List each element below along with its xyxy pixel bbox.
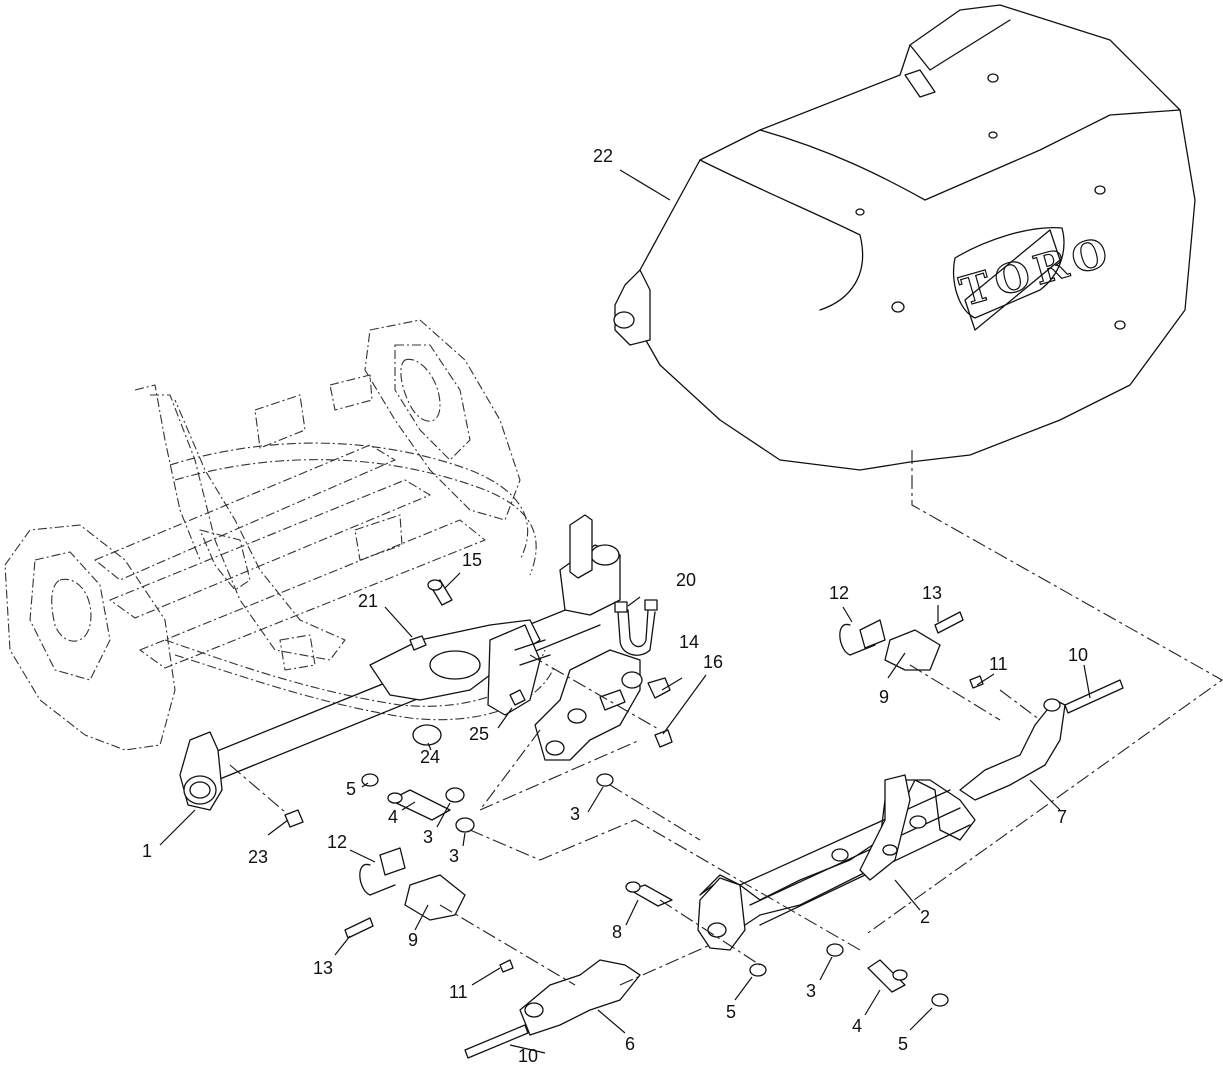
leader-lines — [159, 169, 1091, 1054]
callout-14: 14 — [679, 632, 699, 652]
callout-11-upper: 11 — [989, 654, 1008, 674]
callout-8: 8 — [612, 922, 622, 942]
callout-5-lower-right: 5 — [898, 1034, 908, 1054]
links-and-springs — [344, 611, 964, 939]
small-hardware — [409, 579, 673, 748]
callout-12-lower: 12 — [327, 832, 347, 852]
callout-3-upper-left: 3 — [423, 827, 433, 847]
callout-16: 16 — [703, 652, 723, 672]
arm-bracket-part-6 — [464, 959, 641, 1059]
callout-1: 1 — [142, 841, 152, 861]
arm-bracket-part-7 — [959, 679, 1124, 801]
lift-arm-assembly-part-2 — [697, 774, 976, 951]
callout-21: 21 — [358, 591, 378, 611]
callout-20: 20 — [676, 570, 696, 590]
callout-24: 24 — [420, 747, 440, 767]
callout-23: 23 — [248, 847, 268, 867]
rear-shield-part-22: TORO — [613, 4, 1196, 471]
callout-3-upper-mid: 3 — [449, 846, 459, 866]
callout-5-lower-left: 5 — [726, 1002, 736, 1022]
callout-4-upper: 4 — [388, 807, 398, 827]
callout-12-upper: 12 — [829, 583, 849, 603]
callout-6: 6 — [625, 1034, 635, 1054]
u-bolt-part-20 — [614, 599, 658, 656]
side-plate-part-14 — [534, 649, 671, 761]
bearing-housing-part-1 — [179, 731, 223, 811]
assembly-lines — [229, 450, 1223, 986]
callout-9-upper: 9 — [879, 687, 889, 707]
callout-labels: 22 1 23 15 21 20 14 16 25 24 5 4 3 3 3 1… — [142, 146, 1088, 1066]
callout-10-upper: 10 — [1068, 645, 1088, 665]
callout-11-lower: 11 — [449, 982, 468, 1002]
callout-22: 22 — [593, 146, 613, 166]
callout-7: 7 — [1057, 807, 1067, 827]
callout-2: 2 — [920, 907, 930, 927]
callout-15: 15 — [462, 550, 482, 570]
callout-4-lower: 4 — [852, 1016, 862, 1036]
callout-5-upper: 5 — [346, 779, 356, 799]
callout-13-upper: 13 — [922, 583, 942, 603]
cable-bracket-part-24 — [369, 619, 551, 746]
callout-25: 25 — [469, 724, 489, 744]
callout-3-upper-right: 3 — [570, 804, 580, 824]
callout-13-lower: 13 — [313, 958, 333, 978]
callout-3-lower: 3 — [806, 981, 816, 1001]
callout-9-lower: 9 — [408, 930, 418, 950]
callout-10-lower: 10 — [518, 1046, 538, 1066]
